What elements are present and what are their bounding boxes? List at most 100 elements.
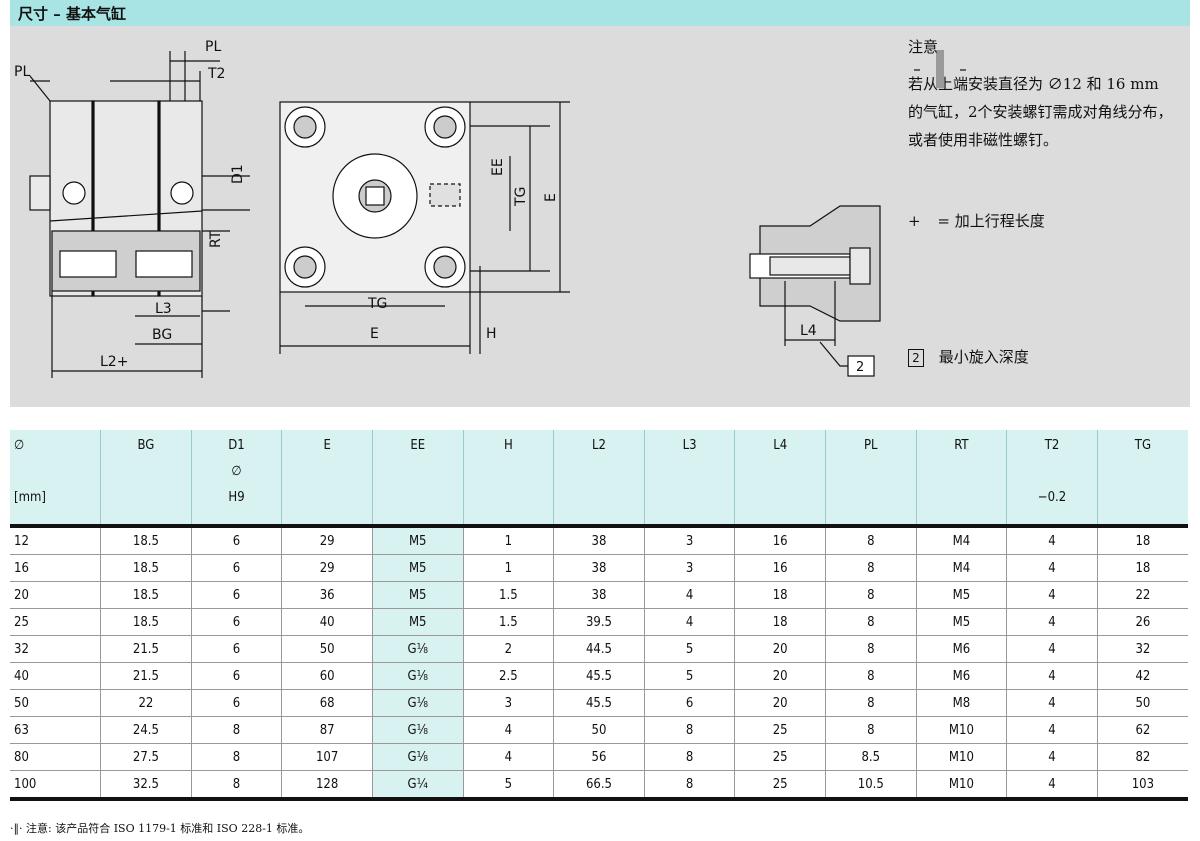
table-cell: 6 <box>190 662 282 690</box>
label-rt: RT <box>208 230 224 248</box>
table-cell: 32 <box>10 635 101 663</box>
column-header-line <box>921 490 1003 516</box>
table-cell: 4 <box>643 608 735 636</box>
table-cell: 18 <box>1096 526 1188 555</box>
table-cell: 8 <box>190 743 282 771</box>
table-cell: 6 <box>190 526 282 555</box>
table-cell: 4 <box>1006 581 1098 609</box>
table-cell: 62 <box>1096 716 1188 744</box>
table-cell: 25 <box>734 716 826 744</box>
column-header-line: [mm] <box>14 490 46 505</box>
section-title: 尺寸 – 基本气缸 <box>18 5 126 23</box>
table-cell: M4 <box>915 526 1007 555</box>
table-cell: 25 <box>734 743 826 771</box>
box-note: 2 最小旋入深度 <box>908 346 1029 367</box>
table-cell: 18.5 <box>100 581 192 609</box>
table-cell: 50 <box>1096 689 1188 717</box>
column-header-line: L4 <box>773 438 788 453</box>
table-cell: 40 <box>281 608 373 636</box>
section-title-bar: 尺寸 – 基本气缸 <box>10 0 1190 26</box>
table-cell: 29 <box>281 526 373 555</box>
side-view <box>29 51 250 378</box>
table-cell: 6 <box>190 635 282 663</box>
table-cell: 4 <box>1006 635 1098 663</box>
label-l2: L2+ <box>100 354 128 370</box>
table-cell: 32 <box>1096 635 1188 663</box>
table-cell: 128 <box>281 770 373 801</box>
box-note-text: 最小旋入深度 <box>938 348 1029 366</box>
table-cell: 1 <box>462 554 554 582</box>
table-cell: 18.5 <box>100 608 192 636</box>
table-cell: 50 <box>553 716 645 744</box>
table-cell: 8.5 <box>824 743 917 771</box>
table-cell: 20 <box>10 581 101 609</box>
table-cell: 4 <box>1006 554 1098 582</box>
column-header: T2−0.2 <box>1006 430 1098 528</box>
table-cell: 5 <box>643 662 735 690</box>
table-cell: 8 <box>824 635 917 663</box>
column-header-line: BG <box>137 438 155 453</box>
table-cell: 87 <box>281 716 373 744</box>
table-cell: 24.5 <box>100 716 192 744</box>
table-cell: 107 <box>281 743 373 771</box>
table-cell: 4 <box>462 743 554 771</box>
table-cell: 103 <box>1096 770 1188 801</box>
table-cell: M5 <box>371 554 464 582</box>
table-cell: 3 <box>643 554 735 582</box>
table-cell: 100 <box>10 770 101 801</box>
technical-drawing: PL PL T2 D1 RT L3 BG L2+ <box>10 26 1190 407</box>
table-cell: 5 <box>643 635 735 663</box>
column-header: L3 <box>643 430 735 528</box>
table-cell: 42 <box>1096 662 1188 690</box>
table-cell: 21.5 <box>100 662 192 690</box>
table-cell: 50 <box>281 635 373 663</box>
column-header-line: EE <box>410 438 426 453</box>
table-cell: 8 <box>824 526 917 555</box>
table-cell: 25 <box>10 608 101 636</box>
table-cell: 22 <box>100 689 192 717</box>
table-cell: 38 <box>553 526 645 555</box>
table-cell: 8 <box>643 716 735 744</box>
column-header-line: T2 <box>1044 438 1060 453</box>
footnote-icon: ·‖· <box>10 822 23 835</box>
column-header-line <box>1011 464 1093 490</box>
column-header-line: L3 <box>682 438 697 453</box>
column-header-line: H9 <box>228 490 245 505</box>
column-header-line <box>286 490 368 516</box>
table-cell: M8 <box>915 689 1007 717</box>
table-cell: M5 <box>371 526 464 555</box>
label-pl-left: PL <box>14 64 30 80</box>
table-cell: 18.5 <box>100 554 192 582</box>
label-d1: D1 <box>230 164 246 184</box>
table-cell: 27.5 <box>100 743 192 771</box>
column-header-line: ∅ <box>14 438 25 453</box>
table-cell: G⅛ <box>371 689 464 717</box>
table-cell: 38 <box>553 554 645 582</box>
front-view <box>279 101 570 354</box>
table-cell: 38 <box>553 581 645 609</box>
note-heading: 注意 <box>908 38 939 56</box>
table-cell: G⅛ <box>371 635 464 663</box>
label-e-bottom: E <box>370 326 379 342</box>
column-header-line <box>468 464 550 490</box>
label-ee: EE <box>490 158 506 176</box>
column-header-line <box>830 490 912 516</box>
footnote-text: 注意: 该产品符合 ISO 1179-1 标准和 ISO 228-1 标准。 <box>26 822 310 835</box>
table-cell: M4 <box>915 554 1007 582</box>
table-cell: 10.5 <box>824 770 917 801</box>
column-header: H <box>462 430 554 528</box>
column-header: BG <box>100 430 192 528</box>
column-header-line: H <box>503 438 513 453</box>
label-bg: BG <box>152 327 172 343</box>
table-cell: 29 <box>281 554 373 582</box>
label-tg-vertical: TG <box>513 187 529 207</box>
table-cell: G⅛ <box>371 743 464 771</box>
table-cell: 45.5 <box>553 689 645 717</box>
table-cell: 8 <box>643 770 735 801</box>
column-header-line <box>921 464 1003 490</box>
table-cell: G⅛ <box>371 662 464 690</box>
plus-note: + = 加上行程长度 <box>908 210 1045 231</box>
